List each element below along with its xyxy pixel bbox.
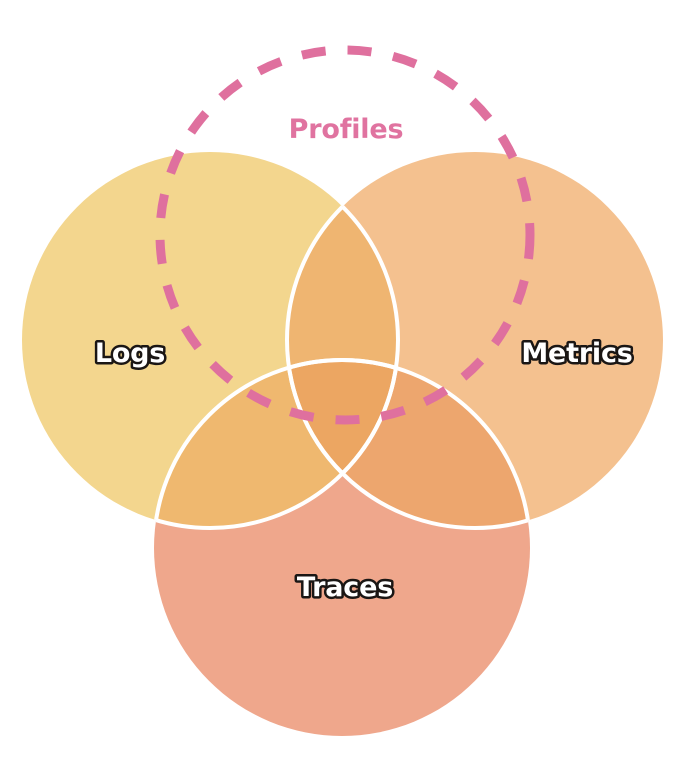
label-profiles: Profiles (289, 114, 404, 145)
label-traces: Traces (297, 572, 393, 603)
label-metrics: Metrics (521, 338, 632, 369)
clipgroup-mt (287, 152, 663, 528)
outline-metrics-within-logs (285, 152, 398, 528)
outline-metrics-within-traces (285, 360, 530, 530)
intersection-logs-traces[interactable] (22, 152, 398, 528)
set-outlines (152, 152, 532, 530)
circle-outline-profiles[interactable] (155, 45, 535, 425)
outline-clip-c (154, 360, 530, 530)
outline-logs-within-metrics (287, 152, 400, 528)
intersection-metrics-traces[interactable] (287, 152, 663, 528)
set-labels: Logs Metrics Traces Profiles (92, 112, 635, 606)
outline-clip-b (152, 152, 398, 528)
outline-logs-within-traces (154, 360, 400, 530)
label-logs: Logs (95, 338, 165, 369)
outline-traces-within-logs (152, 358, 398, 528)
clipgroup-lt (22, 152, 398, 528)
